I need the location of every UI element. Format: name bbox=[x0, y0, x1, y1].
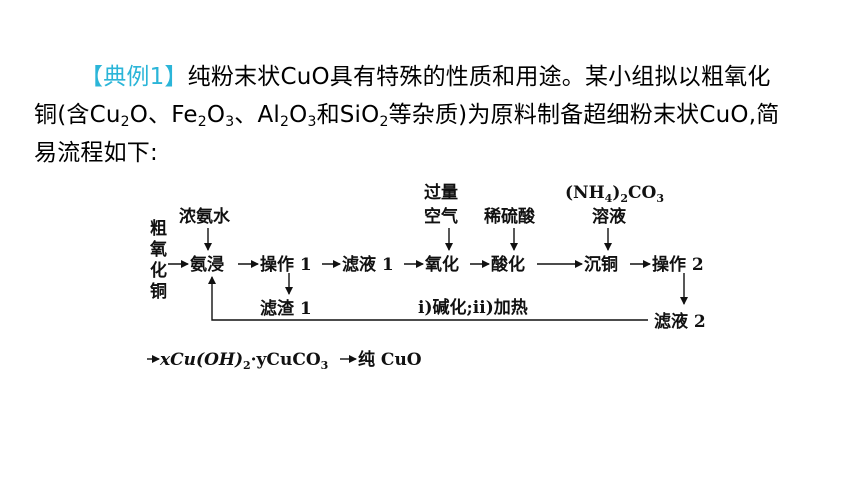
text-run: 、Al bbox=[234, 102, 281, 128]
intro-line-3: 易流程如下: bbox=[34, 140, 158, 166]
basic-copper-carbonate: xCu(OH)2·yCuCO3 bbox=[159, 350, 328, 372]
reagent-air-line2: 空气 bbox=[424, 206, 458, 227]
recycle-conditions: ⅰ)碱化;ⅱ)加热 bbox=[418, 297, 528, 318]
intro-line-1: 【典例1】纯粉末状CuO具有特殊的性质和用途。某小组拟以粗氧化 bbox=[34, 58, 834, 96]
subscript: 2 bbox=[379, 114, 389, 130]
intro-line-1-text: 纯粉末状CuO具有特殊的性质和用途。某小组拟以粗氧化 bbox=[187, 64, 771, 90]
filtrate-2: 滤液 2 bbox=[654, 311, 706, 332]
step-copper-precipitation: 沉铜 bbox=[584, 254, 618, 275]
step-acidification: 酸化 bbox=[491, 254, 525, 275]
reagent-solution: 溶液 bbox=[592, 206, 626, 227]
step-ammonia-leach: 氨浸 bbox=[190, 254, 224, 275]
text-run: O bbox=[289, 102, 308, 128]
raw-material-char: 氧 bbox=[149, 239, 167, 260]
subscript: 2 bbox=[280, 114, 290, 130]
step-operation-2: 操作 2 bbox=[652, 254, 704, 275]
intro-line-2: 铜(含Cu2O、Fe2O3、Al2O3和SiO2等杂质)为原料制备超细粉末状Cu… bbox=[34, 96, 834, 134]
subscript: 3 bbox=[225, 114, 235, 130]
raw-material-char: 粗 bbox=[150, 218, 167, 239]
text-run: 铜(含Cu bbox=[34, 102, 121, 128]
subscript: 2 bbox=[197, 114, 207, 130]
recycle-arrow-to-leach bbox=[208, 276, 648, 321]
step-oxidation: 氧化 bbox=[424, 254, 459, 275]
step-operation-1: 操作 1 bbox=[260, 254, 312, 275]
residue-1: 滤渣 1 bbox=[260, 298, 312, 319]
text-run: O bbox=[206, 102, 226, 128]
text-run: 和SiO bbox=[316, 102, 380, 128]
raw-material-char: 化 bbox=[150, 260, 167, 281]
reagent-ammonia: 浓氨水 bbox=[179, 206, 231, 227]
text-run: 等杂质)为原料制备超细粉末状CuO,简 bbox=[388, 102, 780, 128]
subscript: 2 bbox=[120, 114, 130, 130]
subscript: 3 bbox=[307, 114, 317, 130]
example-tag: 【典例1】 bbox=[80, 64, 188, 90]
final-product-pure-cuo: 纯 CuO bbox=[358, 349, 422, 370]
example-text: 【典例1】纯粉末状CuO具有特殊的性质和用途。某小组拟以粗氧化 铜(含Cu2O、… bbox=[34, 58, 834, 172]
text-run: O、Fe bbox=[129, 102, 198, 128]
step-filtrate-1: 滤液 1 bbox=[342, 254, 394, 275]
raw-material-char: 铜 bbox=[150, 281, 167, 302]
reagent-sulfuric-acid: 稀硫酸 bbox=[484, 206, 536, 227]
reagent-ammonium-carbonate: (NH4)2CO3 bbox=[565, 183, 664, 205]
reagent-air-line1: 过量 bbox=[424, 182, 458, 203]
